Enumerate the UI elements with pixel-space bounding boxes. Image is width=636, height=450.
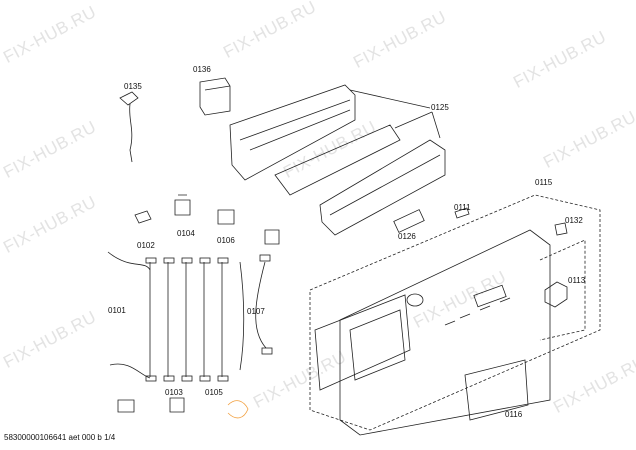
interference-filter-part bbox=[199, 77, 231, 116]
part-label-0116[interactable]: 0116 bbox=[505, 410, 523, 419]
part-label-0135[interactable]: 0135 bbox=[124, 82, 142, 91]
part-label-0126[interactable]: 0126 bbox=[398, 232, 416, 241]
part-label-0102[interactable]: 0102 bbox=[137, 241, 155, 250]
highlight-part bbox=[227, 400, 249, 419]
part-label-0132[interactable]: 0132 bbox=[565, 216, 583, 225]
pressure-switch-part bbox=[174, 194, 191, 216]
program-selector-part bbox=[393, 209, 425, 233]
door-lock-part bbox=[117, 399, 135, 413]
part-label-0125[interactable]: 0125 bbox=[431, 103, 449, 112]
part-label-0101[interactable]: 0101 bbox=[108, 306, 126, 315]
part-label-0107[interactable]: 0107 bbox=[247, 307, 265, 316]
wiring-harness-part bbox=[107, 251, 273, 382]
part-label-0104[interactable]: 0104 bbox=[177, 229, 195, 238]
dispenser-handle-part bbox=[314, 294, 411, 391]
door-flap-part bbox=[464, 359, 529, 421]
part-label-0105[interactable]: 0105 bbox=[205, 388, 223, 397]
part-label-0106[interactable]: 0106 bbox=[217, 236, 235, 245]
sensor-part bbox=[134, 210, 152, 224]
part-label-0113[interactable]: 0113 bbox=[568, 276, 586, 285]
valve-part bbox=[169, 397, 185, 413]
part-label-0103[interactable]: 0103 bbox=[165, 388, 183, 397]
part-label-0136[interactable]: 0136 bbox=[193, 65, 211, 74]
switch-part bbox=[554, 222, 568, 236]
small-clip-part bbox=[454, 207, 470, 219]
part-label-0115[interactable]: 0115 bbox=[535, 178, 553, 187]
panel-group-box bbox=[309, 194, 601, 431]
mains-cable-part bbox=[119, 91, 139, 163]
control-module-part bbox=[229, 84, 446, 236]
control-panel-part bbox=[339, 229, 551, 436]
pump-connector-part bbox=[217, 209, 235, 225]
plug-part bbox=[264, 229, 280, 245]
diagram-reference: 58300000106641 aet 000 b 1/4 bbox=[4, 433, 116, 442]
knob-part bbox=[544, 281, 568, 308]
part-label-0111[interactable]: 0111 bbox=[454, 203, 471, 212]
